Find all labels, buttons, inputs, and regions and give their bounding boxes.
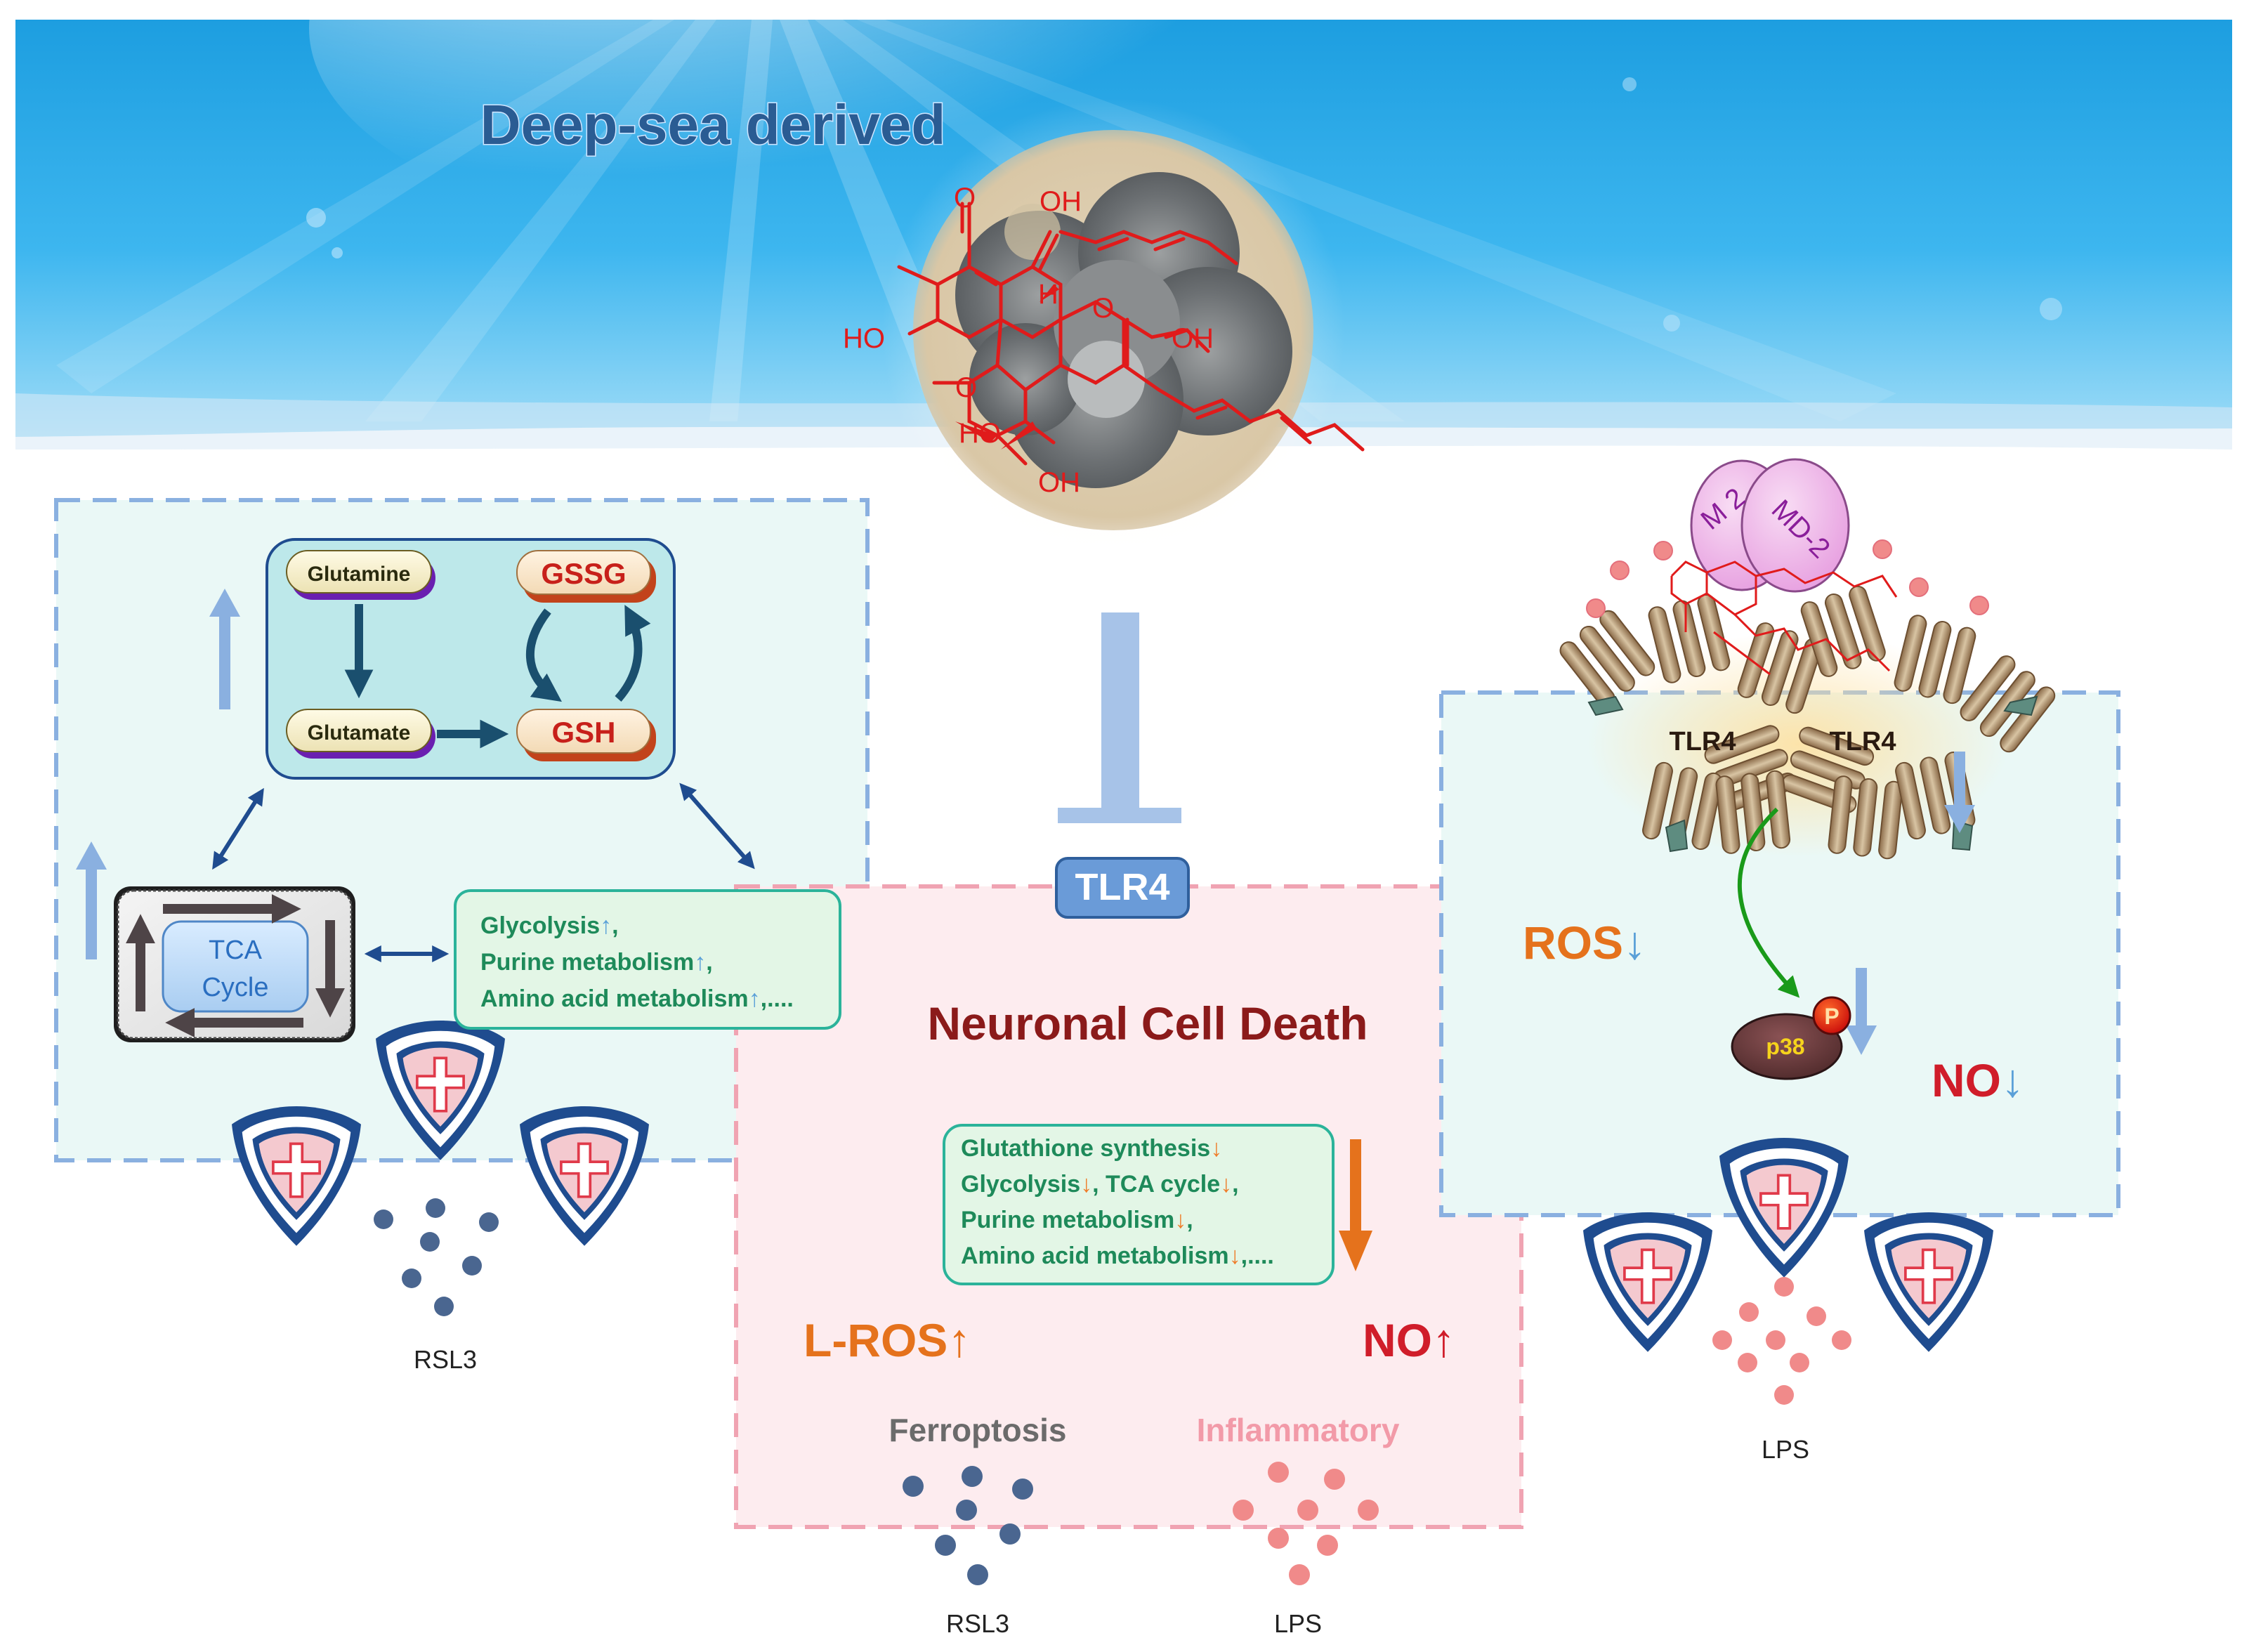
gssg-to-gsh-arrow — [525, 608, 562, 702]
left-metabolism-line-3: Amino acid metabolism↑,.... — [480, 985, 794, 1012]
gsh-label: GSH — [551, 716, 615, 749]
fungal-colony-image — [881, 98, 1345, 562]
left-metabolism-line-2: Purine metabolism↑, — [480, 949, 713, 976]
atom-label-5: OH — [1172, 323, 1214, 354]
center-stimulus-left-label: RSL3 — [946, 1609, 1009, 1638]
center-metabolism-line-3: Purine metabolism↓, — [961, 1207, 1193, 1233]
md2-proteins — [1690, 458, 1850, 593]
glutamate-label: Glutamate — [308, 721, 411, 745]
bound-compound — [1670, 560, 1898, 676]
box-to-tca-double-arrow — [212, 787, 264, 870]
inflammatory-particles — [1233, 1462, 1379, 1585]
center-metabolism-line-2: Glycolysis↓, TCA cycle↓, — [961, 1171, 1239, 1198]
tlr4-badge — [1055, 857, 1190, 919]
left-metabolism-line-1: Glycolysis↑, — [480, 912, 619, 939]
cycle-label: Cycle — [202, 973, 268, 1002]
inhibition-stem — [1101, 612, 1139, 808]
center-stimulus-right-label: LPS — [1274, 1609, 1322, 1638]
gssg-label: GSSG — [541, 557, 626, 590]
gsh-to-gssg-arrow — [615, 605, 651, 702]
banner-title: Deep-sea derived — [480, 93, 946, 156]
left-rsl3-particles — [374, 1198, 499, 1316]
atom-label-8: HO — [959, 418, 1001, 449]
atom-label-9: OH — [1038, 467, 1080, 498]
right-down-arrowhead-top — [1944, 805, 1975, 833]
atom-label-1: O — [954, 183, 976, 214]
center-metabolism-line-1: Glutathione synthesis↓ — [961, 1135, 1223, 1162]
phospho-label: P — [1824, 1004, 1839, 1029]
tlr4-right-label: TLR4 — [1830, 727, 1896, 756]
center-metabolism-text: Glutathione synthesis↓ Glycolysis↓, TCA … — [961, 1131, 1326, 1274]
glutamine-label: Glutamine — [308, 563, 411, 586]
box-to-metabolism-double-arrow — [679, 782, 755, 870]
right-lps-particles-bottom — [1712, 1277, 1851, 1405]
atom-label-4: O — [1092, 293, 1114, 324]
glutamate-pill — [286, 709, 435, 759]
atom-label-7: O — [955, 372, 977, 403]
compound-atom-labels: O OH H O OH HO O HO OH — [843, 183, 1214, 498]
left-stimulus-label: RSL3 — [414, 1345, 477, 1374]
ferroptosis-label: Ferroptosis — [889, 1412, 1066, 1448]
right-down-arrowhead-p38 — [1846, 1025, 1877, 1055]
inflammatory-label: Inflammatory — [1197, 1412, 1400, 1448]
ferroptosis-particles — [903, 1466, 1033, 1585]
gsh-pill — [516, 709, 656, 761]
atom-label-2: OH — [1040, 186, 1082, 217]
right-lps-particles-top — [1586, 539, 1989, 618]
compound-wedges — [955, 284, 1059, 450]
ros-label: ROS↓ — [1523, 917, 1647, 969]
tca-cycle-box — [114, 886, 355, 1042]
center-title: Neuronal Cell Death — [927, 997, 1368, 1049]
lros-label: L-ROS↑ — [804, 1314, 971, 1366]
atom-label-3: H — [1038, 279, 1058, 310]
phospho-group — [1812, 996, 1851, 1035]
right-no-label: NO↓ — [1932, 1054, 2024, 1106]
p38-label: p38 — [1766, 1034, 1804, 1059]
left-up-arrowhead-mid — [76, 841, 107, 870]
center-metabolism-box — [943, 1124, 1335, 1285]
center-no-label: NO↑ — [1363, 1314, 1455, 1366]
tlr4-tips — [1587, 695, 2038, 853]
tlr4-dimer — [1559, 585, 2056, 860]
right-stimulus-label: LPS — [1762, 1435, 1809, 1464]
compound-structure — [897, 202, 1365, 466]
left-metabolism-box: Glycolysis↑, Purine metabolism↑, Amino a… — [454, 889, 841, 1030]
center-down-arrowhead — [1339, 1231, 1372, 1271]
gssg-pill — [516, 550, 656, 603]
tlr4-badge-label: TLR4 — [1075, 866, 1170, 908]
inhibition-bar — [1058, 808, 1181, 823]
md2-protein-b — [1740, 458, 1850, 593]
tlr4-left-label: TLR4 — [1670, 727, 1736, 756]
tca-label: TCA — [209, 936, 263, 965]
glutamine-pill — [286, 550, 435, 600]
atom-label-6: HO — [843, 323, 885, 354]
center-metabolism-line-4: Amino acid metabolism↓,.... — [961, 1243, 1274, 1269]
left-up-arrowhead-top — [209, 589, 240, 617]
p38-kinase — [1731, 1013, 1843, 1080]
tlr4-to-p38-arrow — [1737, 807, 1800, 998]
